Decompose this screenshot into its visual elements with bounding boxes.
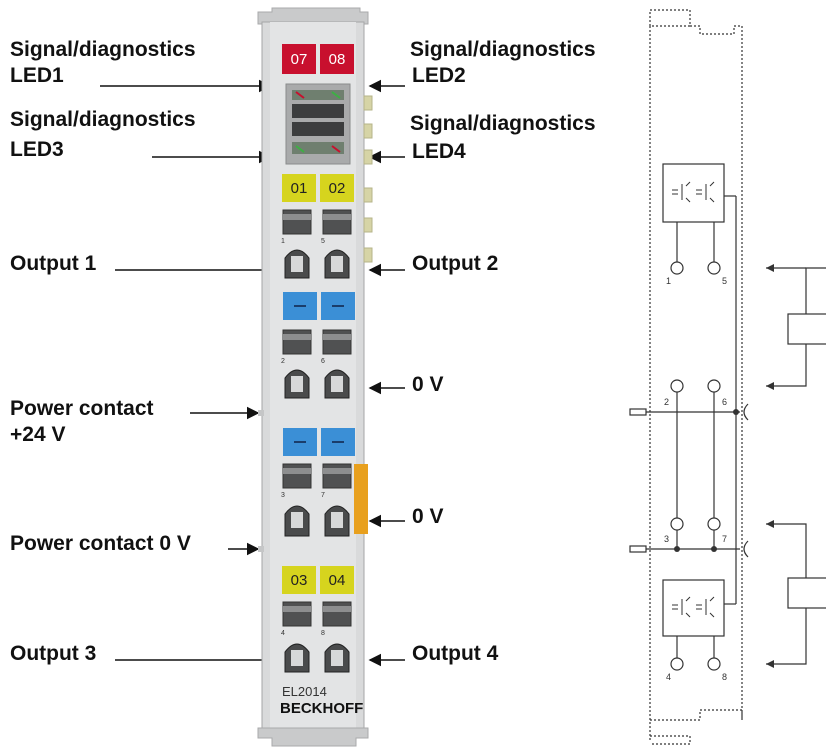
schem-term-3: 3 bbox=[664, 534, 670, 544]
contact-num-1: 1 bbox=[281, 238, 285, 245]
power-0v-label: Power contact 0 V bbox=[10, 532, 191, 555]
output1-label: Output 1 bbox=[10, 252, 97, 275]
contact-num-4: 4 bbox=[281, 630, 285, 637]
led4-label-line1: Signal/diagnostics bbox=[410, 112, 596, 135]
optocoupler-bottom bbox=[662, 579, 725, 637]
schem-term-1: 1 bbox=[666, 276, 672, 286]
contact-num-5: 5 bbox=[321, 238, 325, 245]
output3-label: Output 3 bbox=[10, 642, 97, 665]
model-label: EL2014 bbox=[282, 684, 327, 699]
brand-label: BECKHOFF bbox=[280, 700, 364, 717]
output4-label: Output 4 bbox=[412, 642, 499, 665]
zero-v-label-2: 0 V bbox=[412, 505, 444, 528]
led-04 bbox=[320, 566, 354, 594]
led4-label-line2: LED4 bbox=[412, 140, 466, 163]
optocoupler-top bbox=[662, 163, 725, 223]
led-07 bbox=[282, 44, 316, 74]
led2-label-line2: LED2 bbox=[412, 64, 466, 87]
contacts-row-2 bbox=[282, 329, 352, 399]
schem-term-2: 2 bbox=[664, 397, 670, 407]
power-24v-label-line2: +24 V bbox=[10, 423, 66, 446]
led-02 bbox=[320, 174, 354, 202]
led-04-label: 04 bbox=[328, 572, 346, 589]
zero-v-label-1: 0 V bbox=[412, 373, 444, 396]
contact-num-2: 2 bbox=[281, 358, 285, 365]
led-03 bbox=[282, 566, 316, 594]
led-01-label: 01 bbox=[290, 180, 308, 197]
contacts-row-4 bbox=[282, 601, 352, 673]
led-02-label: 02 bbox=[328, 180, 346, 197]
led1-label-line2: LED1 bbox=[10, 64, 64, 87]
contacts-row-1 bbox=[282, 209, 352, 279]
led-08 bbox=[320, 44, 354, 74]
contact-num-8: 8 bbox=[321, 630, 325, 637]
schem-term-6: 6 bbox=[722, 397, 728, 407]
schem-term-4: 4 bbox=[666, 672, 672, 682]
output2-label: Output 2 bbox=[412, 252, 499, 275]
contact-num-7: 7 bbox=[321, 492, 325, 499]
schem-term-5: 5 bbox=[722, 276, 728, 286]
led3-label-line2: LED3 bbox=[10, 138, 64, 161]
led2-label-line1: Signal/diagnostics bbox=[410, 38, 596, 61]
schem-term-8: 8 bbox=[722, 672, 728, 682]
led3-label-line1: Signal/diagnostics bbox=[10, 108, 196, 131]
contact-num-6: 6 bbox=[321, 358, 325, 365]
led-07-label: 07 bbox=[290, 51, 308, 68]
schem-term-7: 7 bbox=[722, 534, 728, 544]
led-01 bbox=[282, 174, 316, 202]
led-03-label: 03 bbox=[290, 572, 308, 589]
led1-label-line1: Signal/diagnostics bbox=[10, 38, 196, 61]
power-24v-label-line1: Power contact bbox=[10, 397, 154, 420]
orange-tab bbox=[354, 464, 368, 534]
contacts-row-3 bbox=[282, 463, 352, 537]
contact-num-3: 3 bbox=[281, 492, 285, 499]
led-08-label: 08 bbox=[328, 51, 346, 68]
